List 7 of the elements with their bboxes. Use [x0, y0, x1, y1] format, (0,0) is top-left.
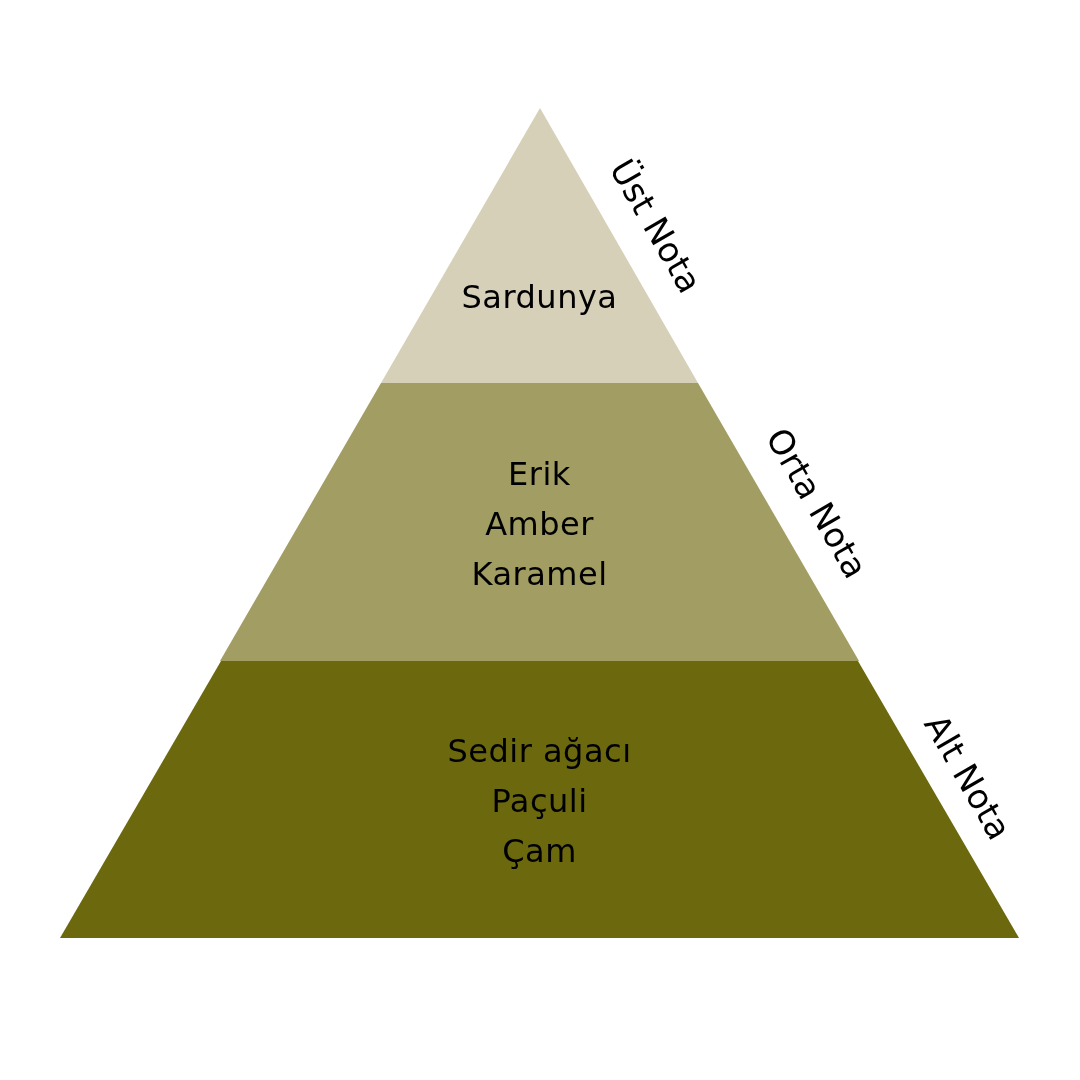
- tier-text: Sardunya: [461, 277, 618, 318]
- tier-text: Erik: [508, 454, 571, 495]
- tier-text: Amber: [485, 504, 594, 545]
- tier-text: Çam: [502, 831, 577, 872]
- tier-text: Sedir ağacı: [447, 731, 632, 772]
- tier-text: Karamel: [471, 554, 608, 595]
- tier-text: Paçuli: [491, 781, 588, 822]
